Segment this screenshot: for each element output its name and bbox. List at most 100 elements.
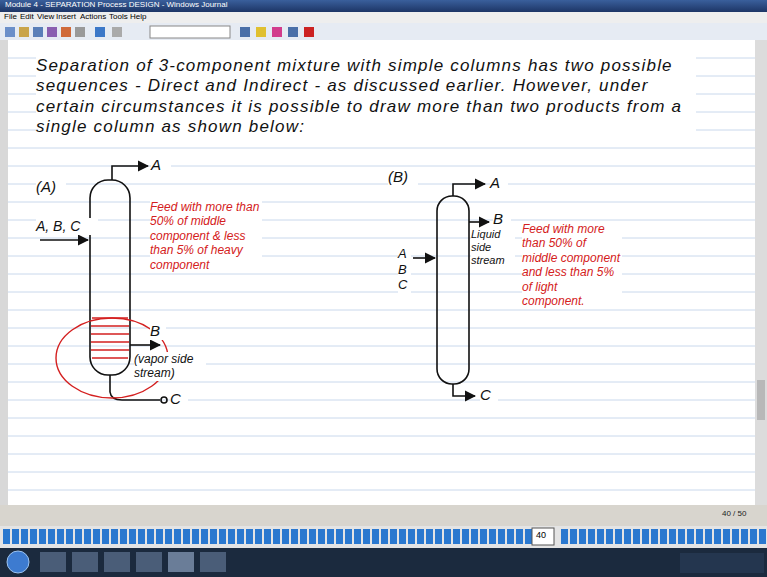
feed-arrow [413, 257, 435, 259]
window-title: Module 4 - SEPARATION Process DESIGN - W… [5, 0, 505, 10]
page-thumb [102, 529, 109, 544]
tray-lines [91, 318, 129, 358]
page-thumb [624, 529, 631, 544]
page-thumb [462, 529, 469, 544]
feed-label: A, B, C [36, 218, 98, 235]
scroll-thumb [757, 380, 765, 420]
page-thumb [21, 529, 28, 544]
page-thumb [516, 529, 523, 544]
page-thumb [84, 529, 91, 544]
page-thumb [453, 529, 460, 544]
product-label: A [490, 174, 508, 192]
page-thumb [363, 529, 370, 544]
tool-icon [272, 27, 282, 37]
page-thumb [399, 529, 406, 544]
ruled-line [8, 454, 755, 455]
page-thumb [390, 529, 397, 544]
toolbar [0, 23, 767, 40]
bottom-product-arrow [453, 384, 475, 396]
side-stream-arrow [469, 221, 489, 223]
page-thumb [408, 529, 415, 544]
status-bar [0, 505, 767, 526]
product-label: B [150, 322, 166, 340]
page-thumb [30, 529, 37, 544]
taskbar-icon [136, 552, 162, 572]
page-thumb [471, 529, 478, 544]
page-thumb [597, 529, 604, 544]
page-thumb [678, 529, 685, 544]
page-thumb [318, 529, 325, 544]
page-thumbnails [3, 529, 766, 544]
page-strip [0, 526, 767, 548]
taskbar-icon [104, 552, 130, 572]
page-thumb [255, 529, 262, 544]
page-thumb [732, 529, 739, 544]
current-page: 40 [536, 530, 552, 541]
stream-note: (vapor side stream) [134, 352, 206, 381]
page-thumb [345, 529, 352, 544]
note-paragraph: Separation of 3-component mixture with s… [36, 56, 696, 138]
page-thumb [264, 529, 271, 544]
page-thumb [300, 529, 307, 544]
tool-icon [112, 27, 122, 37]
tool-icon [75, 27, 85, 37]
taskbar-icon [40, 552, 66, 572]
page-thumb [561, 529, 568, 544]
pen-selector [150, 26, 230, 38]
page-thumb [633, 529, 640, 544]
ruled-line [8, 148, 755, 149]
page-thumb [669, 529, 676, 544]
taskbar-icon [72, 552, 98, 572]
page-thumb [723, 529, 730, 544]
page-thumb [201, 529, 208, 544]
page-thumb [219, 529, 226, 544]
product-label: C [480, 386, 498, 404]
figure-label: (B) [388, 168, 418, 186]
top-product-arrow [453, 184, 485, 196]
ruled-line [8, 346, 755, 347]
page-thumb [642, 529, 649, 544]
page-thumb [111, 529, 118, 544]
menu-item: Help [130, 12, 154, 22]
page-thumb [165, 529, 172, 544]
system-tray [680, 553, 764, 573]
ruled-line [8, 382, 755, 383]
distillation-column [437, 196, 469, 384]
page-thumb [435, 529, 442, 544]
page-thumb [615, 529, 622, 544]
page-thumb [75, 529, 82, 544]
menu-item: Actions [80, 12, 112, 22]
page-thumb [93, 529, 100, 544]
page-thumb [507, 529, 514, 544]
feed-label: A B C [398, 246, 411, 293]
taskbar-icon [200, 552, 226, 572]
feed-condition-note: Feed with more than 50% of middle compon… [150, 200, 262, 272]
page-thumb [57, 529, 64, 544]
page-thumb [354, 529, 361, 544]
page-thumb [498, 529, 505, 544]
feed-arrow [40, 239, 88, 241]
tool-icon [288, 27, 298, 37]
product-label: B [493, 210, 511, 228]
distillation-column [90, 180, 130, 375]
scrollbar [755, 40, 767, 505]
page-thumb [309, 529, 316, 544]
top-product-arrow [112, 166, 148, 180]
page-count: 40 / 50 [722, 509, 762, 519]
page-thumb [129, 529, 136, 544]
page-thumb [687, 529, 694, 544]
ruled-line [8, 436, 755, 437]
figure-label: (A) [36, 178, 66, 196]
ruled-line [8, 310, 755, 311]
page-thumb [237, 529, 244, 544]
page-thumb [525, 529, 532, 544]
page-thumb [210, 529, 217, 544]
toolbar-icons [5, 26, 314, 38]
page-thumb [705, 529, 712, 544]
ruled-line [8, 418, 755, 419]
tool-icon [304, 27, 314, 37]
page-thumb [183, 529, 190, 544]
ruled-line [8, 202, 755, 203]
tool-icon [256, 27, 266, 37]
page-thumb [750, 529, 757, 544]
